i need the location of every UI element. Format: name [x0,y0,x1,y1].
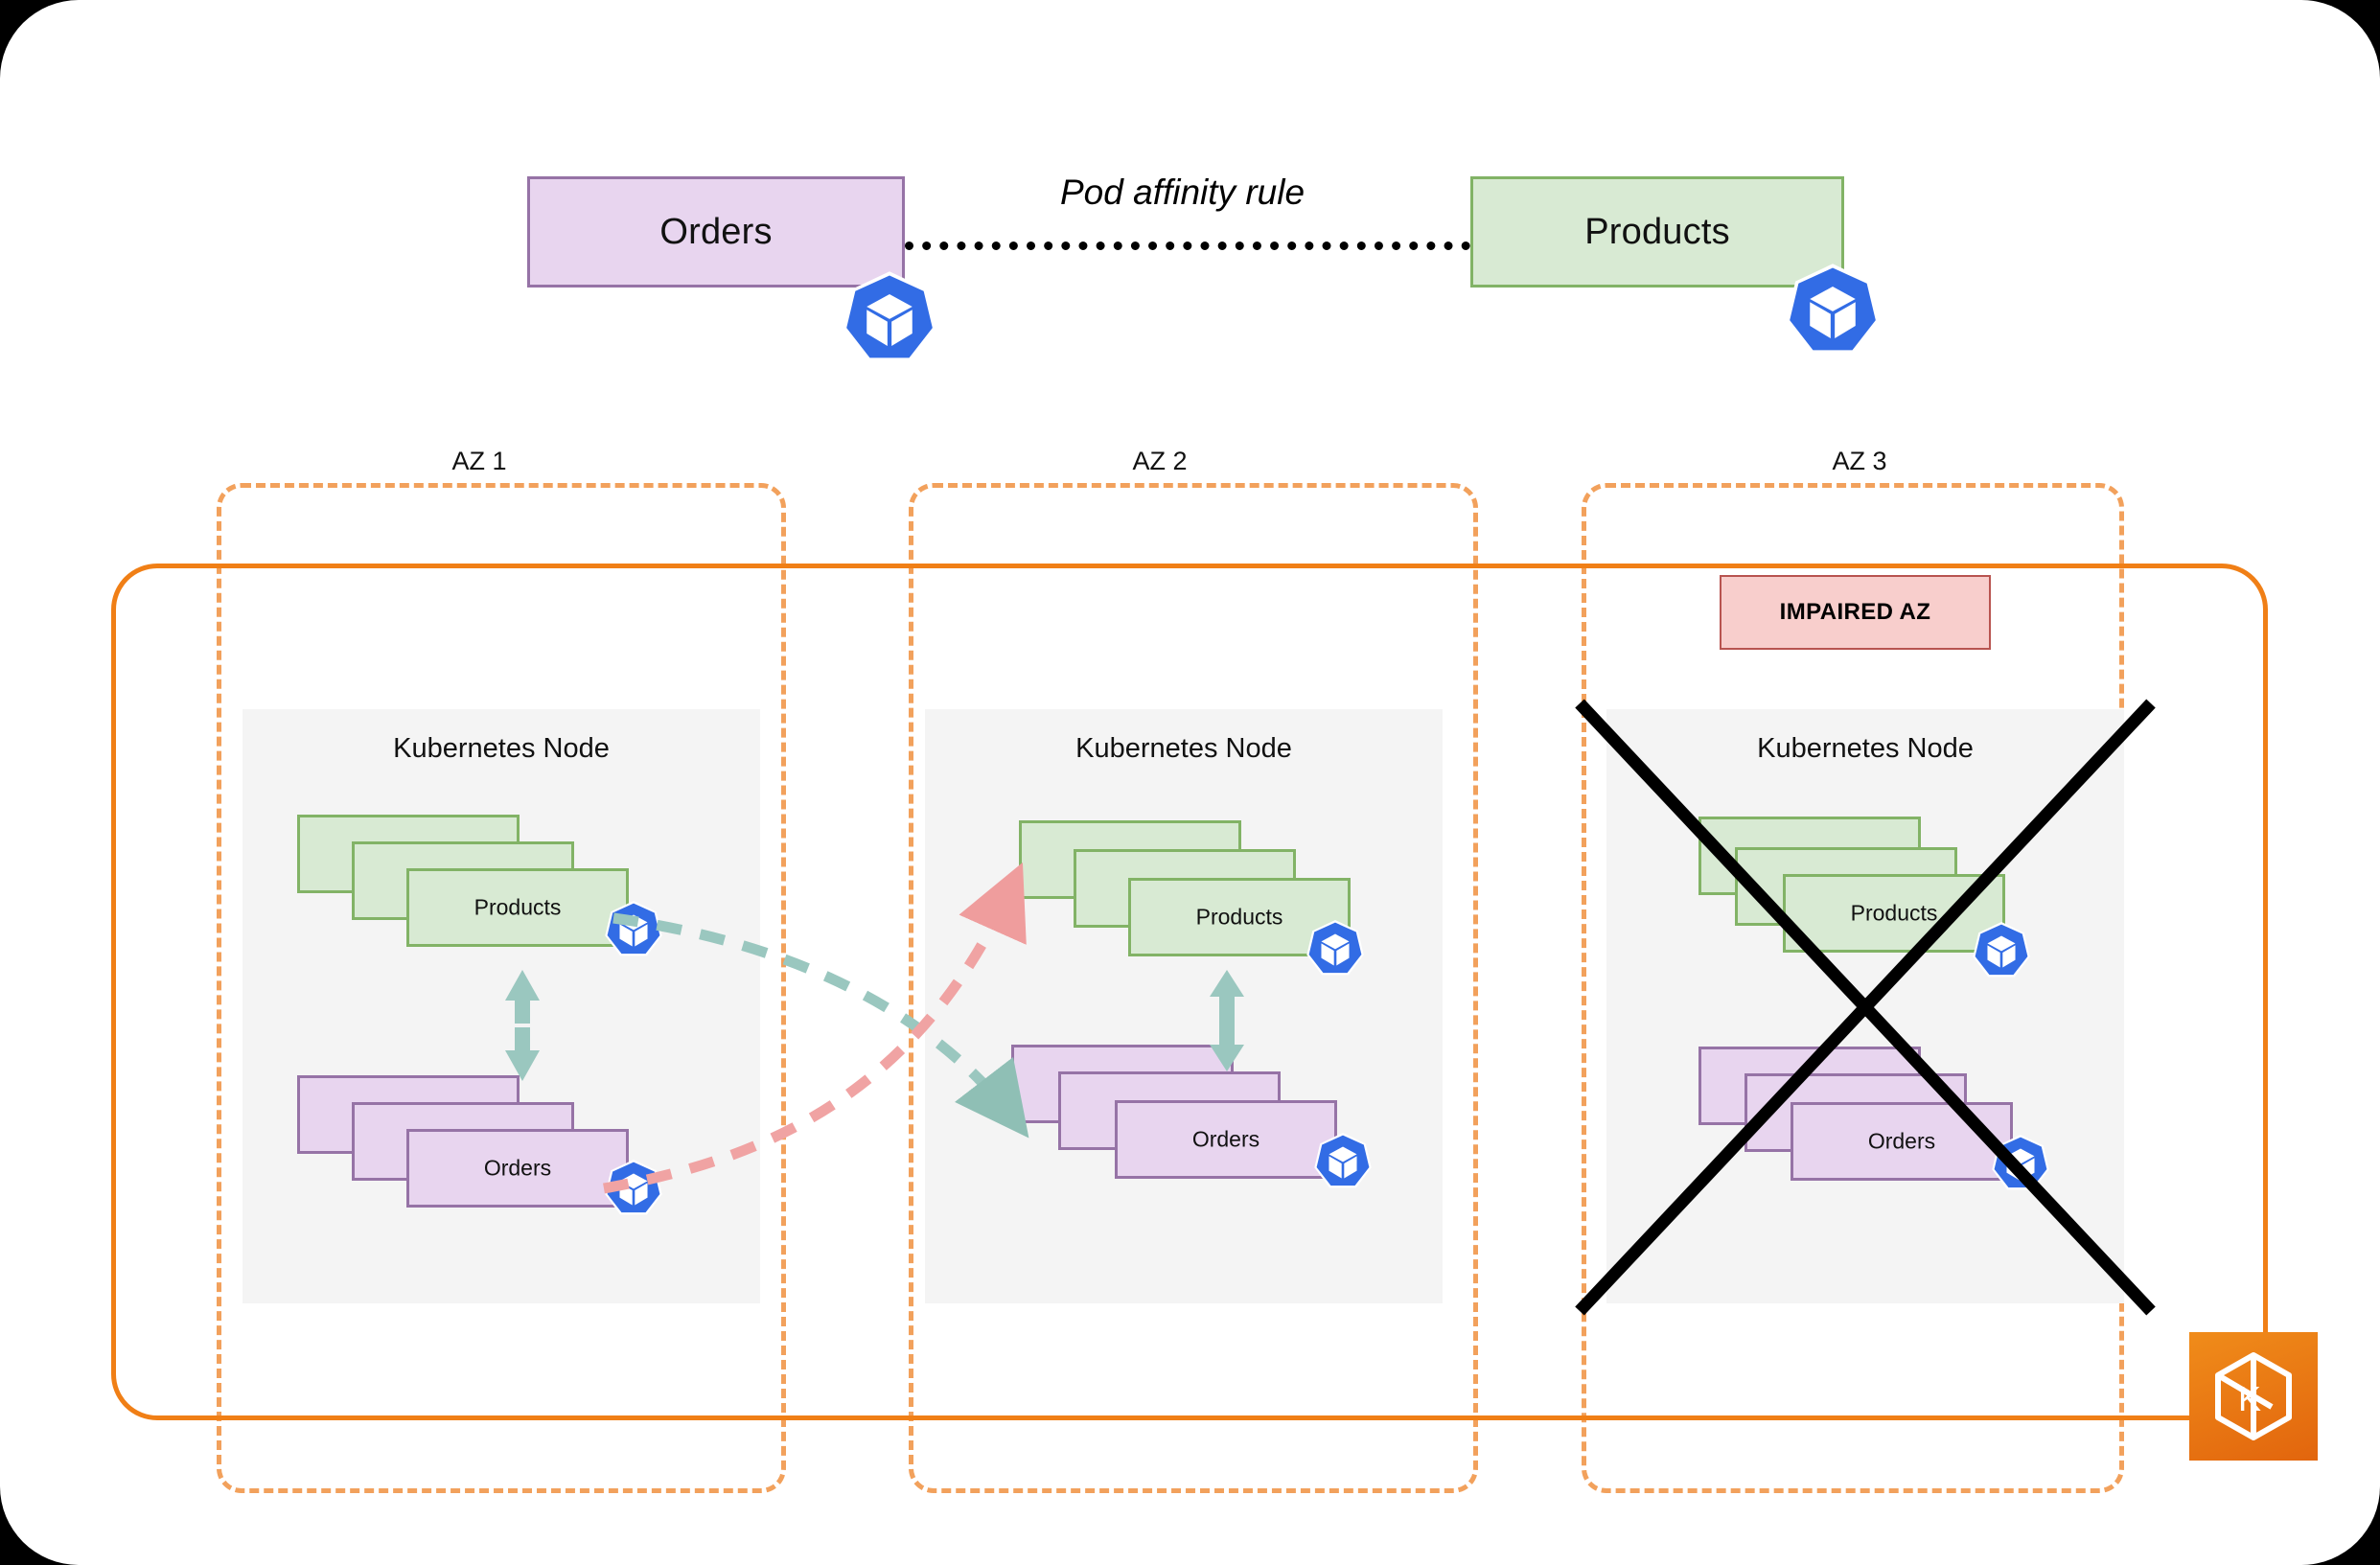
kubernetes-icon [838,268,941,372]
migration-arrow-teal [604,843,1217,1246]
pod-affinity-rule-label: Pod affinity rule [1060,173,1306,212]
pod-affinity-connector [905,242,1470,250]
products-service-label: Products [1584,211,1730,252]
impaired-az-cross-icon [1572,696,2159,1319]
node-title-az2: Kubernetes Node [1075,733,1292,764]
node-title-az1: Kubernetes Node [393,733,610,764]
status-badge-impaired-az: IMPAIRED AZ [1720,575,1991,650]
impaired-az-label: IMPAIRED AZ [1779,599,1931,625]
node-title-az3: Kubernetes Node [1757,733,1974,764]
pod-label: Products [474,894,562,920]
k-logo-letter: K [2238,1379,2261,1418]
affinity-arrow-az2 [1189,968,1265,1073]
pod-card-front-orders-az3[interactable]: Orders [1791,1102,2013,1181]
pod-card-front-products-az1[interactable]: Products [406,868,629,947]
orders-service-box[interactable]: Orders [527,176,905,288]
migration-arrow-red [603,843,1217,1246]
k-hexagon-logo-badge: K [2189,1332,2318,1461]
pod-label: Orders [483,1155,552,1181]
pod-label: Orders [1191,1126,1260,1152]
pod-card-front-orders-az1[interactable]: Orders [406,1129,629,1208]
pod-label: Orders [1867,1128,1936,1154]
pod-label: Products [1850,900,1938,926]
pod-label: Products [1195,904,1283,930]
az-container-az2 [909,483,1478,1493]
affinity-arrow-az1 [484,968,561,1083]
cluster-container [111,564,2268,1420]
node-box-az2 [925,709,1443,1303]
az-container-az1 [217,483,786,1493]
kubernetes-icon [1781,261,1884,364]
az-label-az2: AZ 2 [1132,447,1188,475]
products-service-box[interactable]: Products [1470,176,1844,288]
kubernetes-icon [1311,1131,1375,1194]
pod-card-front-orders-az2[interactable]: Orders [1115,1100,1337,1179]
az-label-az1: AZ 1 [451,447,507,475]
az-label-az3: AZ 3 [1832,447,1887,475]
orders-service-label: Orders [659,211,773,252]
kubernetes-icon [1304,918,1367,981]
kubernetes-icon [1970,920,2033,983]
